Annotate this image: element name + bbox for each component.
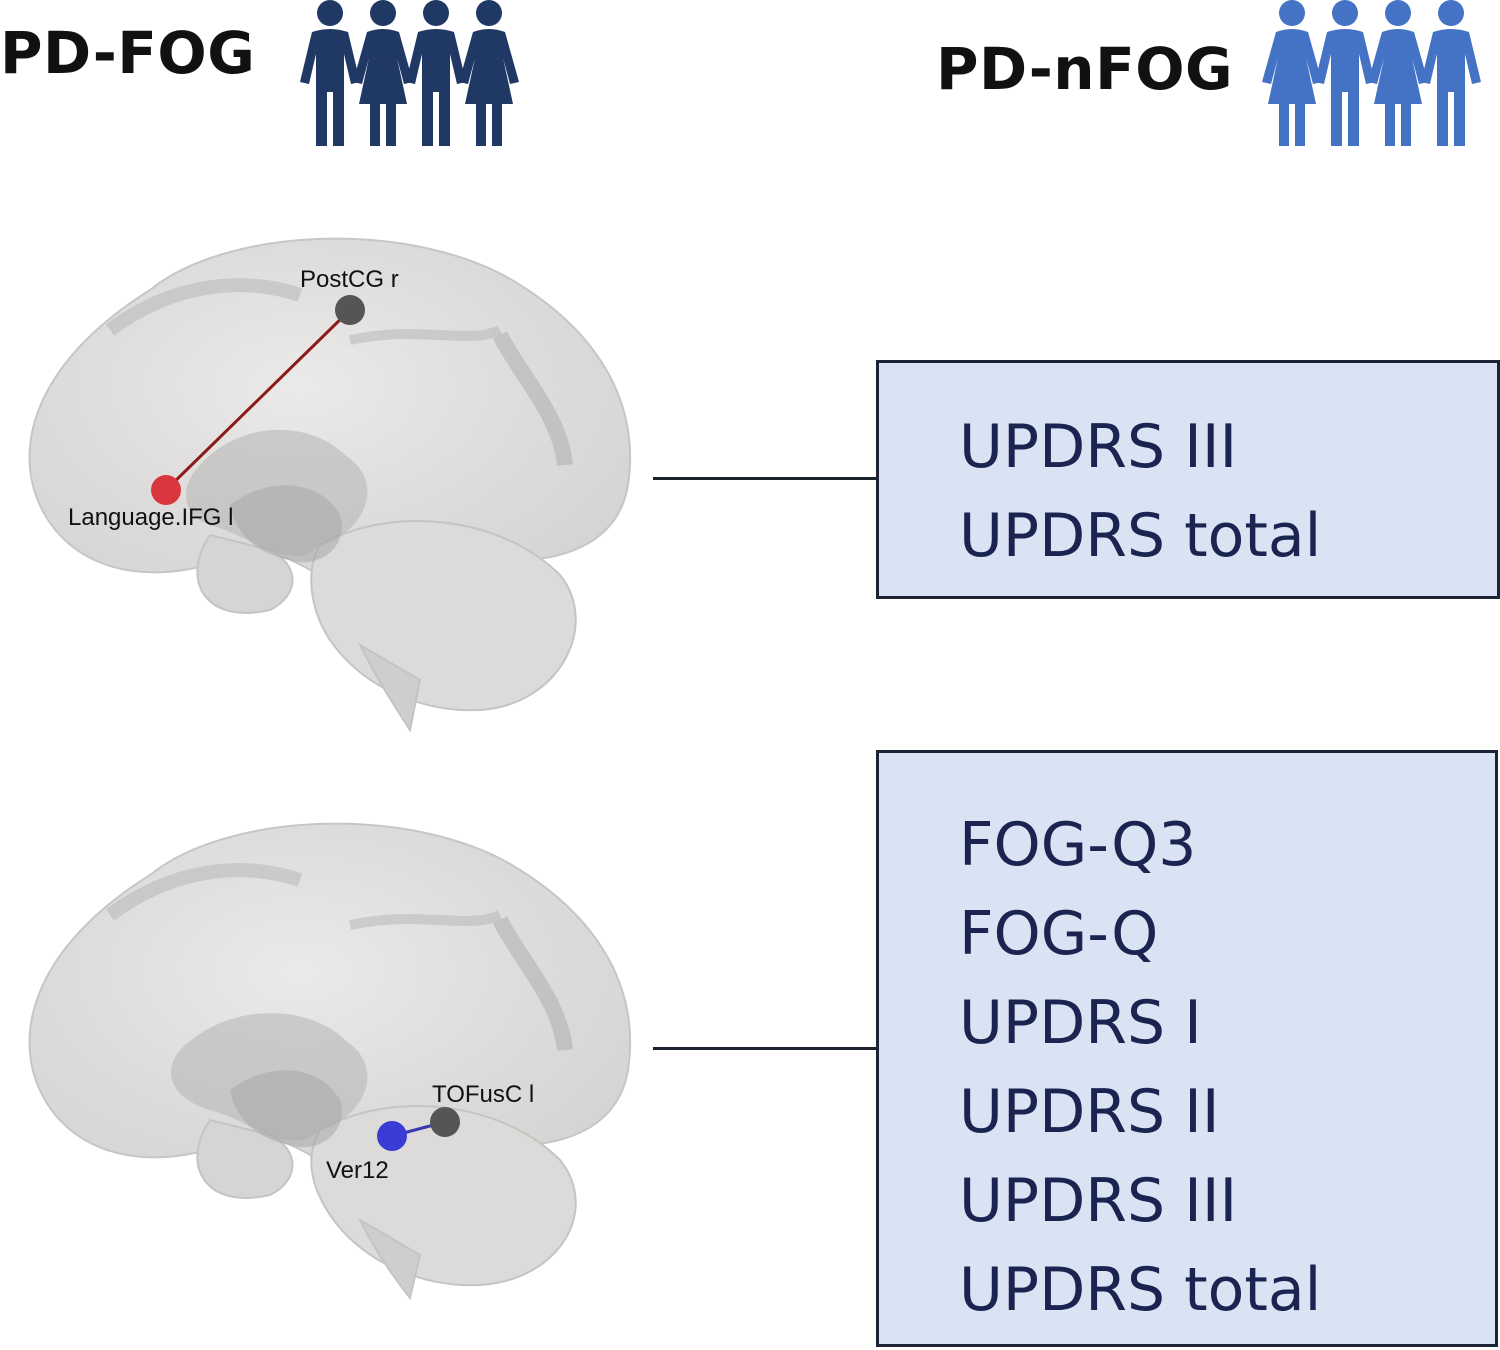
clinical-measure: UPDRS total bbox=[959, 1255, 1322, 1325]
pd-fog-title: PD-FOG bbox=[0, 19, 256, 87]
brain-render-top: PostCG r Language.IFG l bbox=[28, 237, 632, 733]
connector-line-bottom bbox=[653, 1047, 879, 1050]
connection-edge bbox=[164, 308, 352, 492]
node-label: Ver12 bbox=[326, 1157, 389, 1184]
clinical-measure: UPDRS II bbox=[959, 1077, 1220, 1147]
clinical-measure: FOG-Q3 bbox=[959, 810, 1197, 880]
clinical-measure: UPDRS I bbox=[959, 988, 1202, 1058]
brain-glass-body bbox=[28, 822, 632, 1301]
correlates-box-top: UPDRS III UPDRS total bbox=[876, 360, 1500, 599]
pd-nfog-title: PD-nFOG bbox=[936, 35, 1234, 103]
connector-line-top bbox=[653, 477, 879, 480]
correlates-box-bottom: FOG-Q3 FOG-Q UPDRS I UPDRS II UPDRS III … bbox=[876, 750, 1498, 1347]
brain-node bbox=[151, 475, 181, 505]
clinical-measure: UPDRS III bbox=[959, 1166, 1238, 1236]
pd-fog-people-group-icon bbox=[300, 0, 519, 146]
brain-glass-body bbox=[28, 237, 632, 733]
node-label: TOFusC l bbox=[432, 1081, 534, 1108]
brain-node bbox=[430, 1107, 460, 1137]
node-label: PostCG r bbox=[300, 266, 399, 293]
brain-node bbox=[377, 1121, 407, 1151]
clinical-measure: UPDRS III bbox=[959, 412, 1238, 482]
clinical-measure: FOG-Q bbox=[959, 899, 1159, 969]
clinical-measure: UPDRS total bbox=[959, 501, 1322, 571]
pd-nfog-people-group-icon bbox=[1262, 0, 1481, 146]
brain-node bbox=[335, 295, 365, 325]
node-label: Language.IFG l bbox=[68, 504, 233, 531]
brain-render-bottom: TOFusC l Ver12 bbox=[28, 822, 632, 1301]
